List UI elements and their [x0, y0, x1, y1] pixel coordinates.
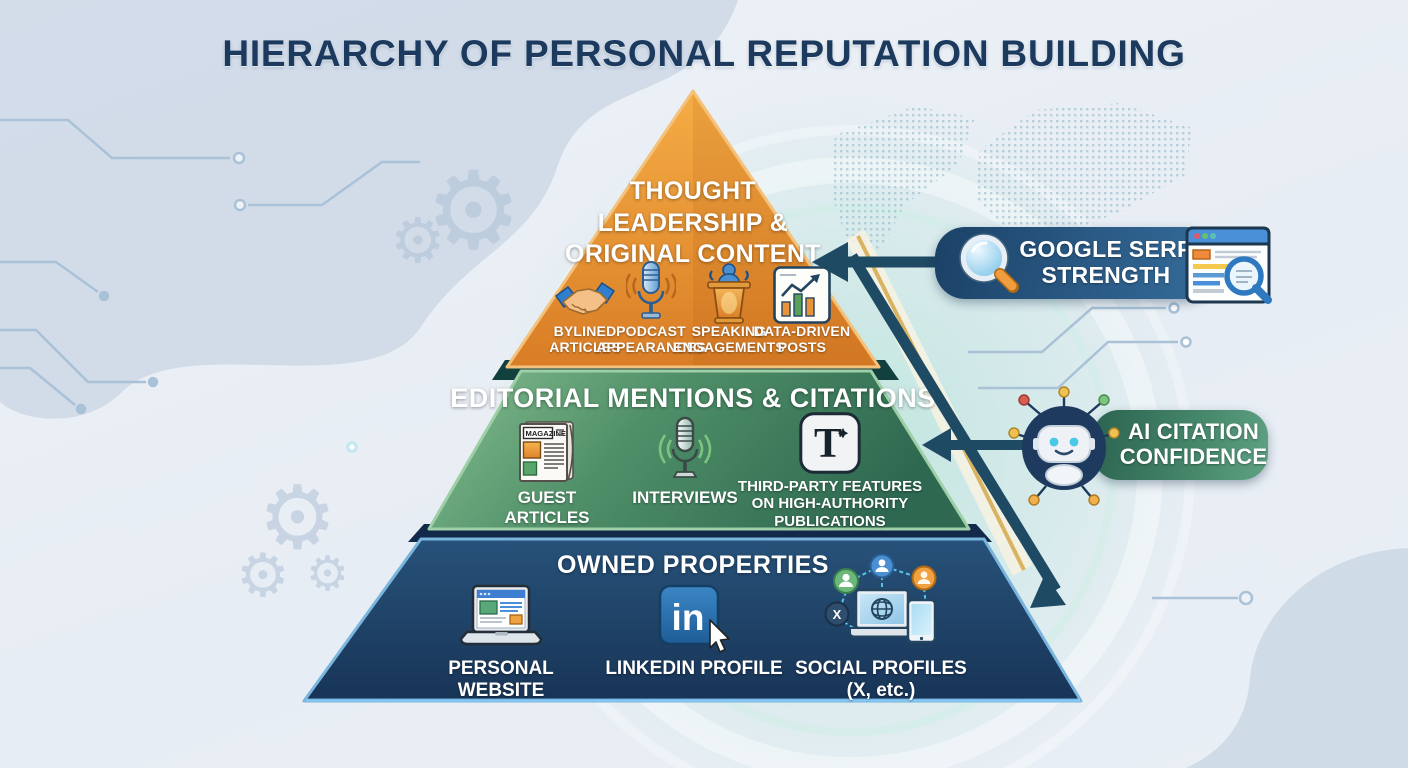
- callout-ai-citation: AI CITATION CONFIDENCE: [1093, 410, 1268, 480]
- svg-text:⚙: ⚙: [236, 541, 290, 611]
- tier1-item-label: SPEAKING ENGAGEMENTS: [673, 323, 785, 355]
- magazine-masthead-text: MAGAZINE: [526, 429, 567, 438]
- robot-icon: [1008, 386, 1120, 506]
- tier3-item-label: PERSONAL WEBSITE: [448, 658, 554, 702]
- circuit-lines: [0, 118, 1254, 606]
- arrow-to-tier3: [1030, 574, 1066, 608]
- cursor-arrow-icon: [709, 619, 730, 653]
- magnifier-icon: [959, 233, 1019, 293]
- tier1-item-data-posts: DATA-DRIVEN POSTS: [748, 262, 856, 356]
- tier1-item-label: DATA-DRIVEN POSTS: [753, 323, 851, 355]
- tier2-item-label: GUEST ARTICLES: [504, 488, 590, 527]
- arrow-to-tier1: [812, 242, 848, 282]
- tier1-item-label: BYLINED ARTICLES: [549, 323, 621, 355]
- tier3-item-personal-website: PERSONAL WEBSITE: [411, 582, 591, 703]
- tier3-item-social-profiles: X SOCIAL PROFILES (X, etc.): [788, 554, 974, 703]
- tier1-title: THOUGHT LEADERSHIP & ORIGINAL CONTENT: [565, 177, 821, 268]
- tier3-item-label: LINKEDIN PROFILE: [605, 658, 783, 679]
- page-title: HIERARCHY OF PERSONAL REPUTATION BUILDIN…: [222, 33, 1186, 74]
- tier2-item-guest-articles: MAGAZINE GUEST ARTICLES: [490, 416, 604, 527]
- arrow-to-tier2: [922, 428, 951, 462]
- tier2-item-interviews: INTERVIEWS: [623, 414, 747, 508]
- handshake-icon: [554, 262, 616, 324]
- svg-text:⚙: ⚙: [258, 466, 337, 569]
- publication-letter: T: [814, 421, 842, 467]
- linkedin-icon: in: [656, 584, 732, 654]
- corner-blob-top-left: [0, 0, 738, 419]
- laptop-website-icon: [457, 582, 545, 654]
- tier1-item-label: PODCAST APPEARANCES: [596, 323, 706, 355]
- callout-ai-citation-label: AI CITATION CONFIDENCE: [1119, 419, 1268, 469]
- tier3-item-label: SOCIAL PROFILES (X, etc.): [795, 658, 967, 702]
- tier2-item-label: INTERVIEWS: [632, 488, 738, 507]
- x-logo-letter: X: [833, 607, 842, 622]
- tier3-title: OWNED PROPERTIES: [557, 551, 829, 579]
- publication-logo-icon: T: [799, 408, 861, 474]
- svg-text:⚙: ⚙: [390, 204, 446, 277]
- tier2-item-label: THIRD-PARTY FEATURES ON HIGH-AUTHORITY P…: [737, 478, 923, 530]
- bar-chart-icon: [773, 262, 831, 324]
- tier1-item-podcast: PODCAST APPEARANCES: [592, 258, 710, 356]
- svg-text:⚙: ⚙: [425, 149, 522, 274]
- serp-browser-icon: [1185, 226, 1272, 304]
- magazine-icon: MAGAZINE: [514, 416, 580, 484]
- linkedin-letters: in: [672, 597, 705, 638]
- tier2-item-third-party: T THIRD-PARTY FEATURES ON HIGH-AUTHORITY…: [736, 408, 924, 530]
- tier3-item-linkedin: in LINKEDIN PROFILE: [604, 584, 784, 680]
- svg-text:⚙: ⚙: [306, 546, 349, 602]
- microphone-icon: [656, 414, 714, 484]
- gear-icons: ⚙ ⚙ ⚙ ⚙ ⚙: [236, 149, 522, 611]
- tier2-title: EDITORIAL MENTIONS & CITATIONS: [450, 383, 936, 413]
- social-network-icon: X: [820, 554, 942, 654]
- speaker-podium-icon: [702, 260, 756, 324]
- corner-blob-bottom-right: [1186, 548, 1408, 768]
- tier2-editorial-shape: [427, 369, 971, 531]
- callout-google-serp-label: GOOGLE SERP STRENGTH: [1019, 236, 1193, 288]
- tier1-item-bylined-articles: BYLINED ARTICLES: [527, 262, 643, 356]
- podcast-mic-icon: [626, 258, 676, 324]
- tier1-item-speaking: SPEAKING ENGAGEMENTS: [673, 260, 785, 356]
